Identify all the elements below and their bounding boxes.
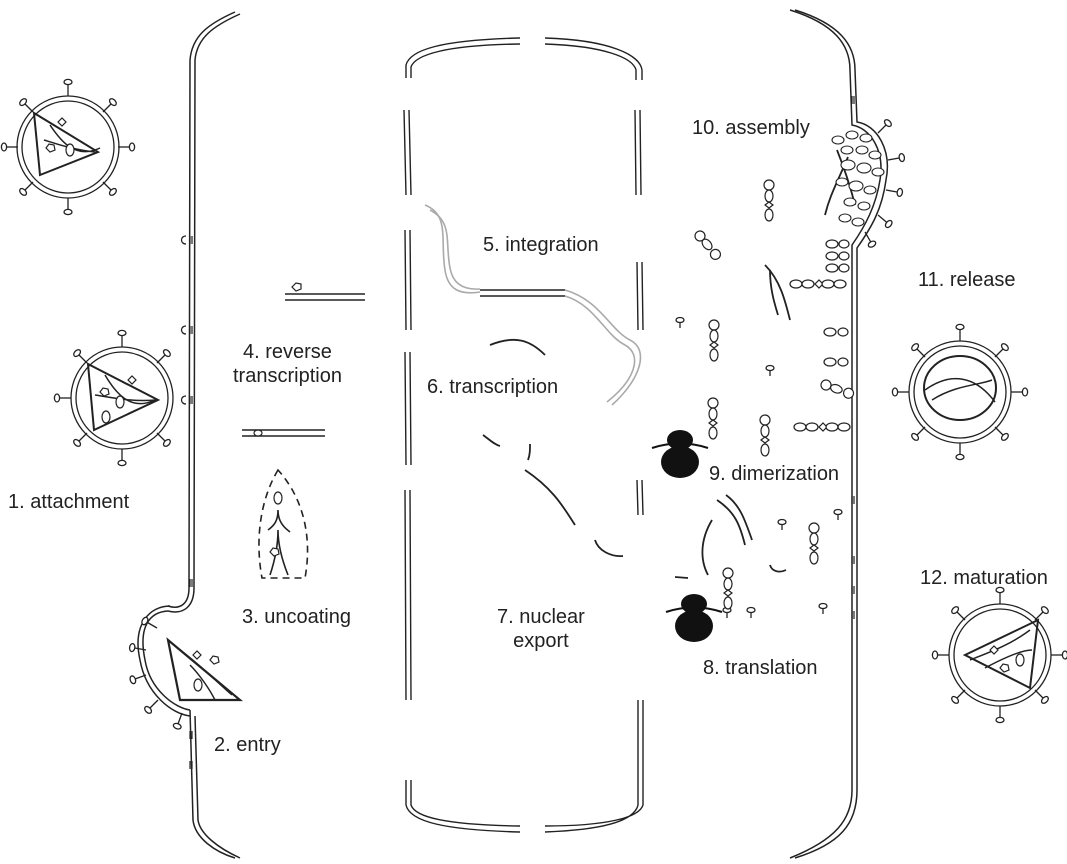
virion-attachment [1, 79, 134, 214]
uncoated-core [259, 470, 308, 578]
virion-release [892, 324, 1027, 459]
step-label-assembly: 10. assembly [692, 116, 810, 140]
step-label-reverse-transcription: 4. reverse transcription [233, 340, 342, 388]
virion-mature [932, 587, 1067, 722]
step-label-integration: 5. integration [483, 233, 599, 257]
dimerized-rna-strands [765, 150, 855, 320]
step-label-nuclear-export: 7. nuclear export [497, 605, 585, 653]
step-label-entry: 2. entry [214, 733, 281, 757]
virion-binding [54, 330, 173, 465]
step-label-uncoating: 3. uncoating [242, 605, 351, 629]
step-label-dimerization: 9. dimerization [709, 462, 839, 486]
step-label-maturation: 12. maturation [920, 566, 1048, 590]
nuclear-envelope [404, 38, 643, 832]
step-label-translation: 8. translation [703, 656, 818, 680]
dimerized-chains [790, 240, 850, 431]
step-label-release: 11. release [918, 268, 1015, 292]
step-label-transcription: 6. transcription [427, 375, 558, 399]
step-label-attachment: 1. attachment [8, 490, 129, 514]
